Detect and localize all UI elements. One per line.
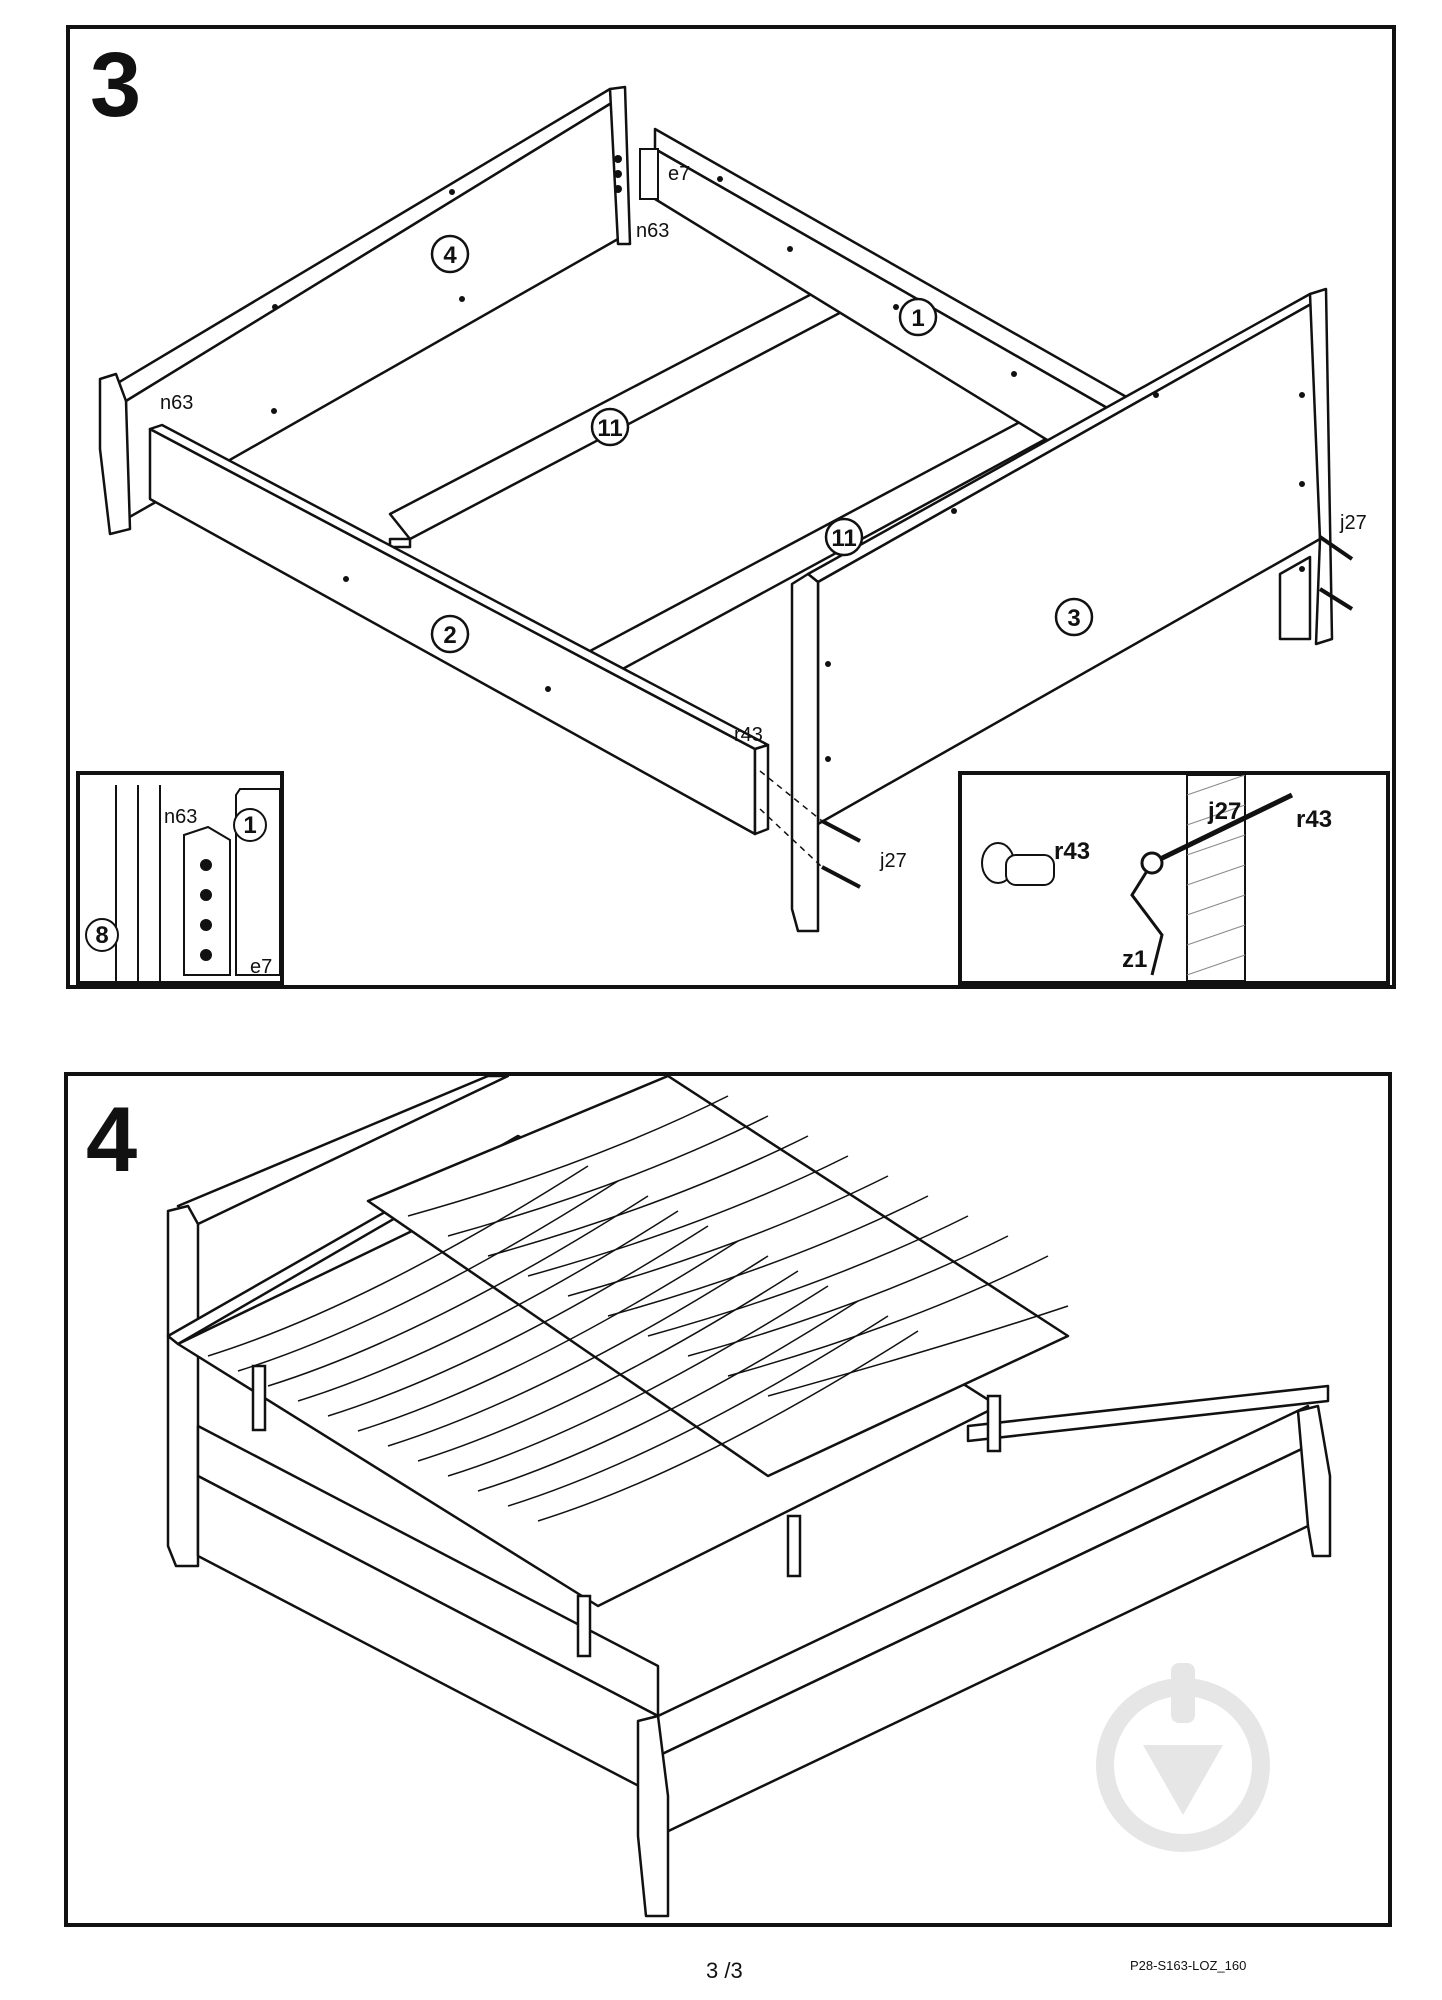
step-3-panel: 3 <box>66 25 1396 989</box>
inset-part-1-label: 1 <box>243 812 256 839</box>
part-4-label: 4 <box>443 242 457 269</box>
page-number: 3 /3 <box>706 1958 743 1983</box>
watermark-logo-bottom <box>1096 1663 1270 1852</box>
part-11-label-b: 11 <box>831 525 856 552</box>
inset-j27-label: j27 <box>1207 798 1241 825</box>
part-1-label: 1 <box>911 305 924 332</box>
slatted-base-drawing <box>166 1076 1332 1918</box>
hardware-e7-label: e7 <box>668 163 690 185</box>
inset-part-8-label: 8 <box>95 922 108 949</box>
step-number: 3 <box>90 34 142 136</box>
hardware-r43-label: r43 <box>734 724 763 746</box>
bracket-detail-drawing: 1 8 n63 e7 <box>85 785 281 981</box>
hardware-n63-label-left: n63 <box>160 392 193 414</box>
part-3-label: 3 <box>1067 605 1080 632</box>
step-number: 4 <box>86 1089 138 1191</box>
connector-detail-drawing: r43 j27 r43 z1 <box>981 774 1332 982</box>
document-code: P28-S163-LOZ_160 <box>1130 1958 1247 1973</box>
inset-n63-label: n63 <box>164 806 197 828</box>
inset-e7-label: e7 <box>250 956 272 978</box>
part-11-label-a: 11 <box>597 415 622 442</box>
detail-inset-connector: r43 j27 r43 z1 <box>958 771 1390 985</box>
hardware-n63-label-top: n63 <box>636 220 669 242</box>
inset-r43b-label: r43 <box>1296 806 1332 833</box>
bed-frame-assembly-drawing: 1 4 2 3 11 11 e7 n63 n63 j27 r43 j27 <box>98 85 1367 933</box>
part-2-label: 2 <box>443 622 456 649</box>
hardware-j27-label-right: j27 <box>1339 512 1367 534</box>
inset-z1-label: z1 <box>1122 946 1147 973</box>
hardware-j27-label-front: j27 <box>879 850 907 872</box>
detail-inset-bracket: 1 8 n63 e7 <box>76 771 284 985</box>
inset-r43-label: r43 <box>1054 838 1090 865</box>
